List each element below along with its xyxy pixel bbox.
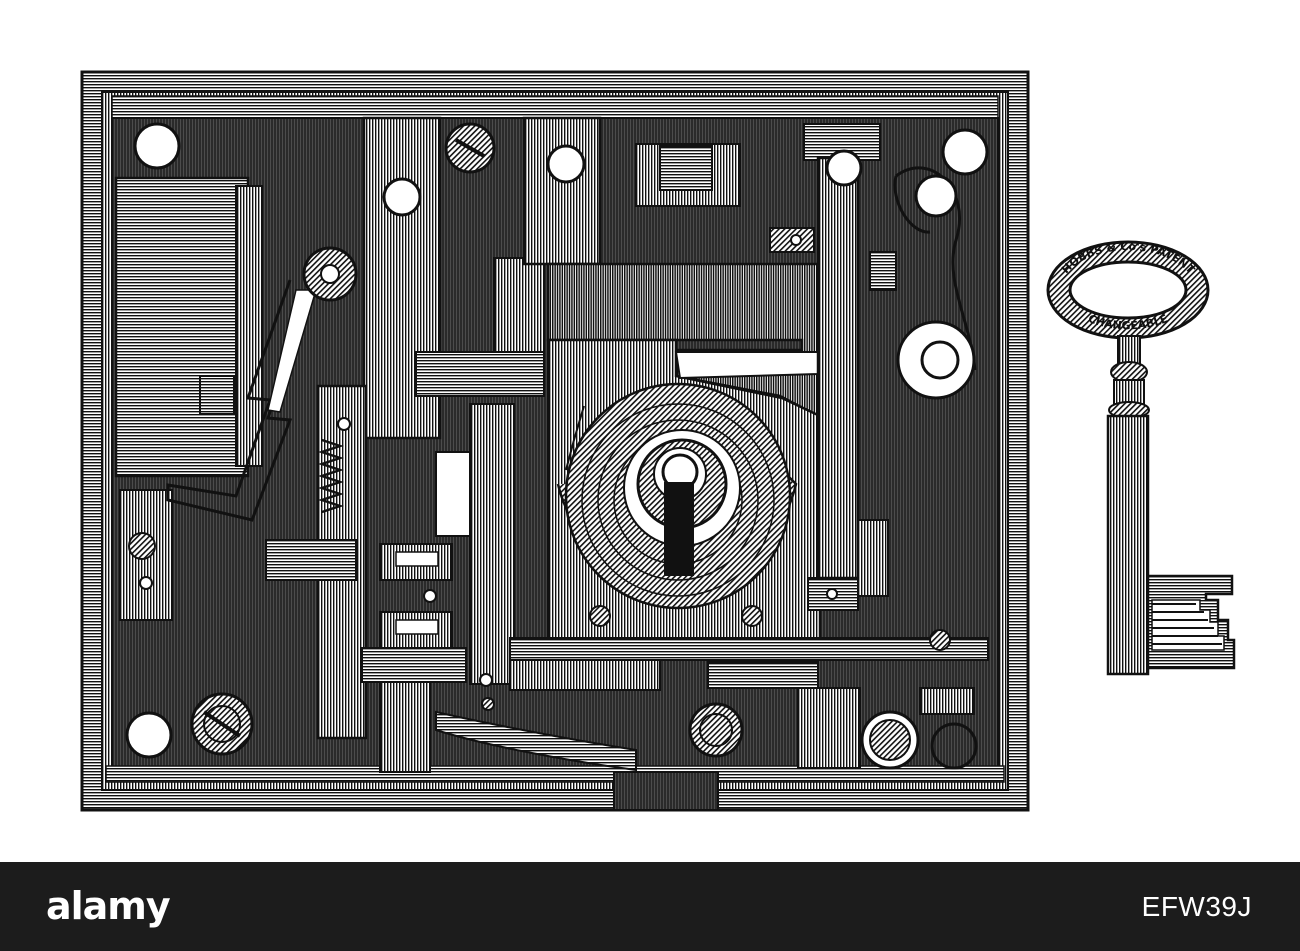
bottom-parts bbox=[435, 629, 989, 772]
keyhole-dial bbox=[556, 382, 798, 627]
bolt-block bbox=[114, 176, 263, 621]
spring-lever bbox=[166, 246, 358, 522]
engraving-svg: HOBBS & Co's PATENT CHANGEABLE bbox=[80, 70, 1236, 812]
corner-holes bbox=[125, 122, 989, 759]
image-id-label: EFW39J bbox=[1141, 891, 1252, 922]
right-slider bbox=[803, 123, 889, 611]
lock-engraving: HOBBS & Co's PATENT CHANGEABLE bbox=[80, 70, 1236, 812]
watermark-bar: alamy EFW39J bbox=[0, 862, 1300, 951]
alamy-logo[interactable]: alamy bbox=[46, 884, 171, 928]
key: HOBBS & Co's PATENT CHANGEABLE bbox=[1046, 240, 1236, 676]
ratchet-assembly bbox=[265, 384, 467, 773]
spring-cam bbox=[769, 166, 977, 400]
bottom-screws bbox=[190, 692, 978, 770]
